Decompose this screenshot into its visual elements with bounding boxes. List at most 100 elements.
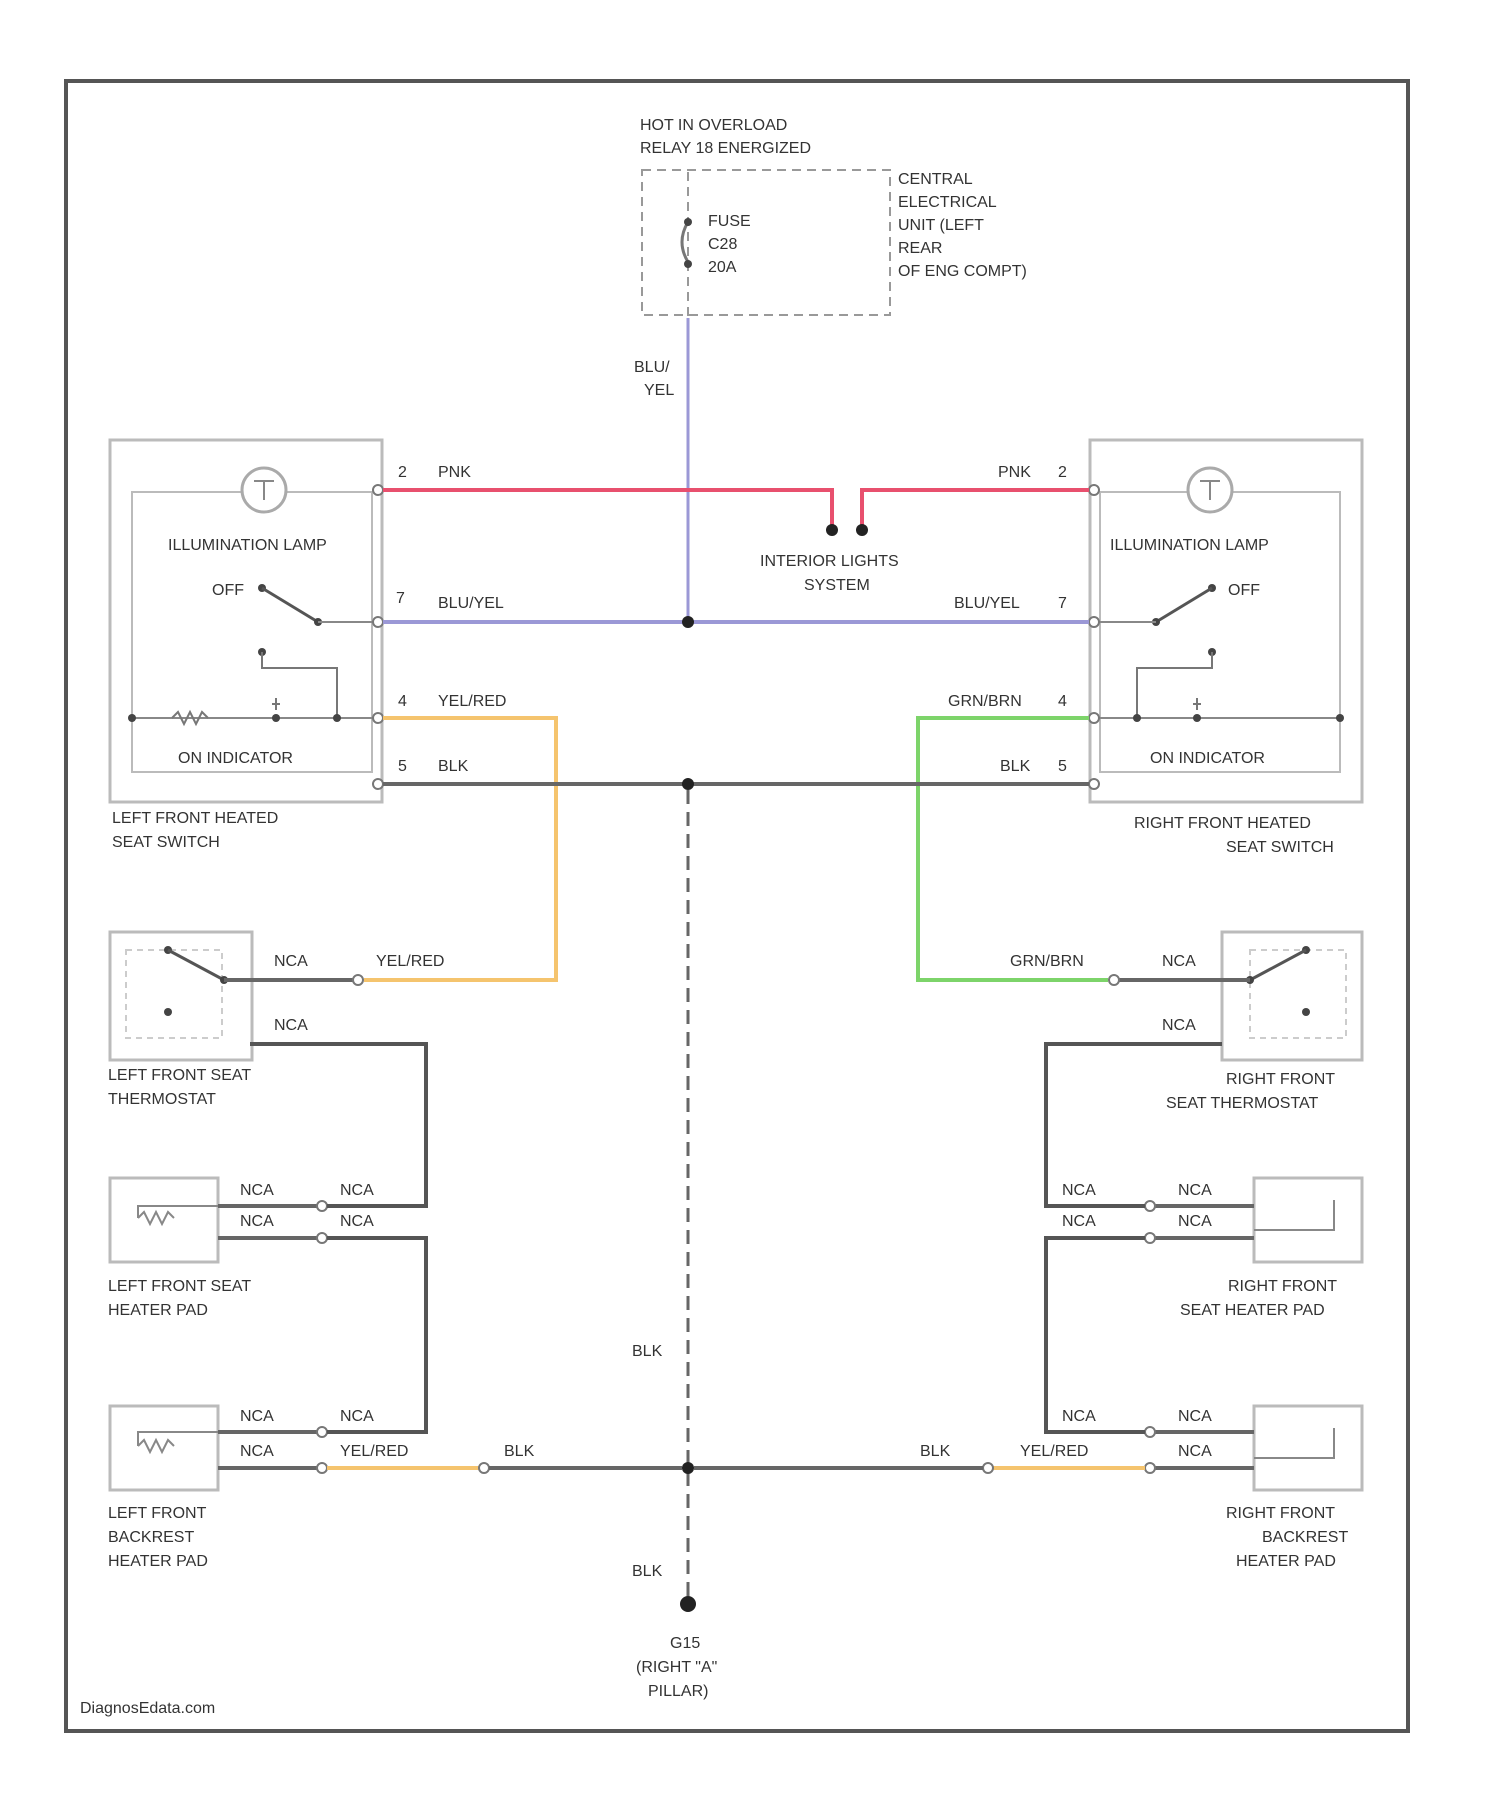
fuse-label: FUSE <box>708 213 751 230</box>
central-line3: UNIT (LEFT <box>898 217 984 234</box>
right-back-pad-label3: HEATER PAD <box>1236 1553 1336 1570</box>
right-switch-blade <box>1156 588 1212 622</box>
left-pin2-wire: PNK <box>438 464 471 481</box>
right-pin2-num: 2 <box>1058 464 1067 481</box>
watermark: DiagnosEdata.com <box>80 1700 215 1717</box>
right-back-pad-label2: BACKREST <box>1262 1529 1348 1546</box>
left-switch-label2: SEAT SWITCH <box>112 834 220 851</box>
left-off-label: OFF <box>212 582 244 599</box>
ground-line2: (RIGHT "A" <box>636 1659 717 1676</box>
right-seat-pad-wire4: NCA <box>1178 1213 1212 1230</box>
left-on-indicator-label: ON INDICATOR <box>178 750 293 767</box>
right-thermo-label1: RIGHT FRONT <box>1226 1071 1335 1088</box>
left-front-heated-seat-switch: ILLUMINATION LAMP OFF ON INDICATOR LEFT … <box>110 440 383 851</box>
left-seat-pad-wire3: NCA <box>240 1213 274 1230</box>
right-switch-label1: RIGHT FRONT HEATED <box>1134 815 1311 832</box>
left-seat-pad-wire4: NCA <box>340 1213 374 1230</box>
left-back-pad-wire4: YEL/RED <box>340 1443 408 1460</box>
left-seat-pad-label1: LEFT FRONT SEAT <box>108 1278 251 1295</box>
left-thermo-out-wire <box>250 1044 426 1206</box>
right-pin7-wire: BLU/YEL <box>954 595 1020 612</box>
left-switch-label1: LEFT FRONT HEATED <box>112 810 278 827</box>
left-back-pad-wire3: NCA <box>240 1443 274 1460</box>
left-back-pad-label3: HEATER PAD <box>108 1553 208 1570</box>
center-blk-low: BLK <box>632 1563 663 1580</box>
right-pin4-num: 4 <box>1058 693 1067 710</box>
left-front-seat-heater-pad: NCA NCA NCA NCA LEFT FRONT SEAT HEATER P… <box>108 1178 426 1432</box>
right-seat-pad-label1: RIGHT FRONT <box>1228 1278 1337 1295</box>
right-front-seat-heater-pad: NCA NCA NCA NCA RIGHT FRONT SEAT HEATER … <box>1046 1178 1362 1432</box>
right-seat-pad-label2: SEAT HEATER PAD <box>1180 1302 1325 1319</box>
left-pin7-wire: BLU/YEL <box>438 595 504 612</box>
left-pin5-num: 5 <box>398 758 407 775</box>
left-thermo-wire1: NCA <box>274 953 308 970</box>
right-front-backrest-heater-pad: NCA NCA NCA YEL/RED BLK RIGHT FRONT BACK… <box>694 1406 1362 1570</box>
left-thermo-wire2: YEL/RED <box>376 953 444 970</box>
left-back-pad-wire2: NCA <box>340 1408 374 1425</box>
center-blk-mid: BLK <box>632 1343 663 1360</box>
right-seat-pad-wire3: NCA <box>1062 1213 1096 1230</box>
interior-lights-line2: SYSTEM <box>804 577 870 594</box>
left-thermo-wire3: NCA <box>274 1017 308 1034</box>
right-thermo-wire1: NCA <box>1162 953 1196 970</box>
right-switch-label2: SEAT SWITCH <box>1226 839 1334 856</box>
diagram-frame <box>66 81 1408 1731</box>
right-front-seat-thermostat: GRN/BRN NCA NCA RIGHT FRONT SEAT THERMOS… <box>1010 932 1362 1206</box>
left-seat-pad-wire2: NCA <box>340 1182 374 1199</box>
right-pin4-wire: GRN/BRN <box>948 693 1022 710</box>
wire-pnk-left <box>383 490 832 526</box>
left-pin2-num: 2 <box>398 464 407 481</box>
ground-line3: PILLAR) <box>648 1683 708 1700</box>
left-pin5-wire: BLK <box>438 758 469 775</box>
hot-in-line1: HOT IN OVERLOAD <box>640 117 787 134</box>
central-line2: ELECTRICAL <box>898 194 997 211</box>
left-thermo-label2: THERMOSTAT <box>108 1091 216 1108</box>
right-thermo-wire2: GRN/BRN <box>1010 953 1084 970</box>
wire-pnk-right <box>862 490 1089 526</box>
left-seat-pad-label2: HEATER PAD <box>108 1302 208 1319</box>
right-back-pad-wire4: YEL/RED <box>1020 1443 1088 1460</box>
left-pin4-wire: YEL/RED <box>438 693 506 710</box>
right-pin2-wire: PNK <box>998 464 1031 481</box>
right-blk-wire: BLK <box>920 1443 951 1460</box>
feed-wire-label1: BLU/ <box>634 359 670 376</box>
ground-line1: G15 <box>670 1635 700 1652</box>
right-pin7-num: 7 <box>1058 595 1067 612</box>
fuse-rating: 20A <box>708 259 737 276</box>
left-thermo-label1: LEFT FRONT SEAT <box>108 1067 251 1084</box>
right-pin5-num: 5 <box>1058 758 1067 775</box>
right-back-pad-wire3: NCA <box>1178 1443 1212 1460</box>
left-back-pad-wire1: NCA <box>240 1408 274 1425</box>
right-thermo-wire3: NCA <box>1162 1017 1196 1034</box>
fuse-number: C28 <box>708 236 737 253</box>
left-seat-pad-wire1: NCA <box>240 1182 274 1199</box>
left-back-pad-label1: LEFT FRONT <box>108 1505 207 1522</box>
left-front-seat-thermostat: NCA YEL/RED NCA LEFT FRONT SEAT THERMOST… <box>108 932 444 1206</box>
right-off-label: OFF <box>1228 582 1260 599</box>
left-pin7-num: 7 <box>396 590 405 607</box>
right-back-pad-label1: RIGHT FRONT <box>1226 1505 1335 1522</box>
central-line4: REAR <box>898 240 942 257</box>
ground-splice <box>682 1462 694 1474</box>
right-pin5-wire: BLK <box>1000 758 1031 775</box>
feed-wire-label2: YEL <box>644 382 674 399</box>
central-electrical-unit: HOT IN OVERLOAD RELAY 18 ENERGIZED FUSE … <box>640 117 1027 318</box>
right-back-pad-wire2: NCA <box>1178 1408 1212 1425</box>
left-back-pad-label2: BACKREST <box>108 1529 194 1546</box>
right-back-pad-wire1: NCA <box>1062 1408 1096 1425</box>
hot-in-line2: RELAY 18 ENERGIZED <box>640 140 811 157</box>
central-unit-box <box>642 170 890 315</box>
right-seat-pad-wire1: NCA <box>1062 1182 1096 1199</box>
right-lamp-label: ILLUMINATION LAMP <box>1110 537 1269 554</box>
left-pin4-num: 4 <box>398 693 407 710</box>
left-blk-wire: BLK <box>504 1443 535 1460</box>
central-line5: OF ENG COMPT) <box>898 263 1027 280</box>
ground-point-icon <box>680 1596 696 1612</box>
interior-lights-line1: INTERIOR LIGHTS <box>760 553 899 570</box>
right-seat-pad-wire2: NCA <box>1178 1182 1212 1199</box>
central-line1: CENTRAL <box>898 171 973 188</box>
right-front-heated-seat-switch: ILLUMINATION LAMP OFF ON INDICATOR RIGHT… <box>1089 440 1362 856</box>
right-thermo-label2: SEAT THERMOSTAT <box>1166 1095 1319 1112</box>
left-switch-blade <box>262 588 318 622</box>
